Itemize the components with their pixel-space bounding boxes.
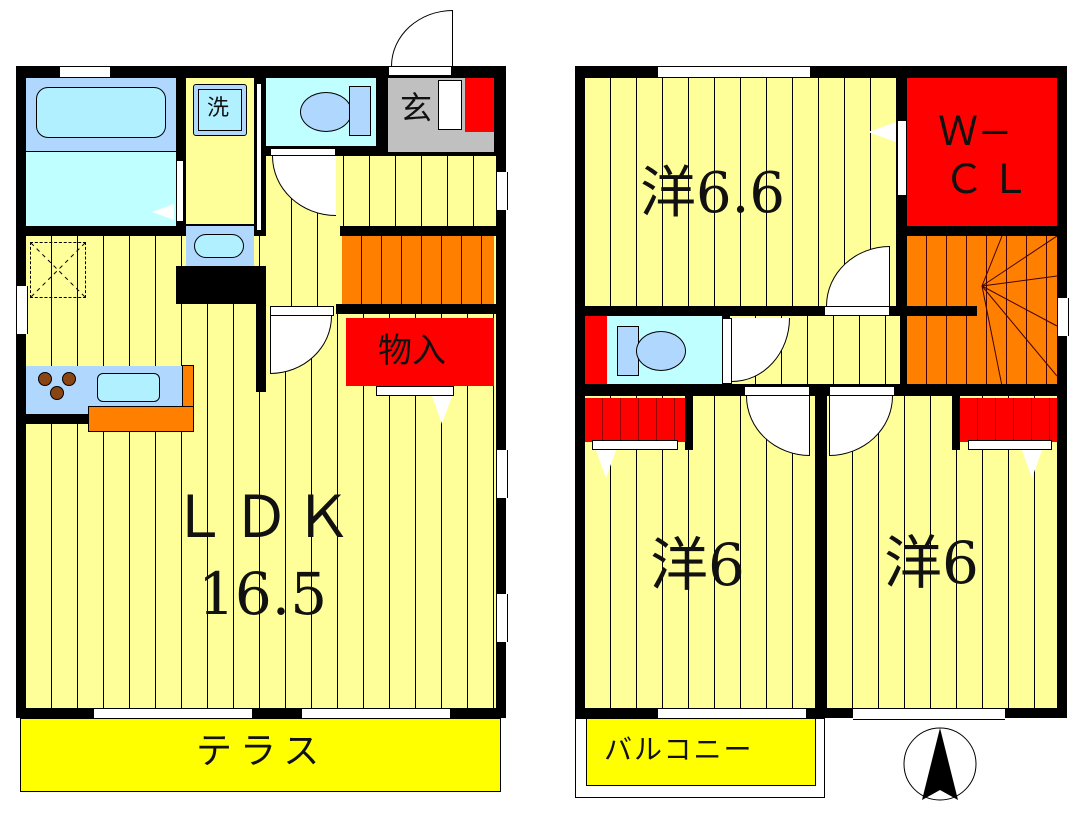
wcl-label-line2: ＣＬ — [944, 157, 1036, 203]
door-swing-marker — [596, 450, 616, 478]
balcony-label: バルコニー — [604, 733, 754, 766]
sink-icon — [194, 234, 244, 258]
toilet-bowl-icon — [300, 92, 352, 132]
bedroom-top-door[interactable] — [824, 306, 890, 316]
stove-burner-icon — [38, 372, 52, 386]
bathtub-icon — [36, 87, 166, 138]
inner-wall — [256, 300, 266, 392]
door-swing-marker — [432, 396, 452, 424]
washer-icon: 洗 — [193, 84, 247, 136]
bedroom-left-door[interactable] — [744, 386, 810, 396]
bedroom-left-closet-door[interactable] — [592, 440, 678, 450]
closet-wall — [952, 396, 960, 450]
washroom-sliding-door[interactable] — [256, 84, 262, 230]
bedroom-left-label: 洋6 — [650, 531, 745, 599]
bedroom-right-label: 洋6 — [884, 529, 979, 597]
window — [658, 66, 810, 78]
window — [496, 594, 508, 642]
window — [496, 450, 508, 498]
door-swing-marker — [868, 122, 896, 142]
terrace — [20, 718, 501, 792]
ldk-area-value: 16.5 — [198, 560, 328, 628]
balcony — [586, 718, 816, 786]
bath-wall — [16, 226, 184, 236]
floor-hatch-icon — [30, 242, 86, 298]
sliding-window — [853, 708, 1005, 720]
toilet-tank-icon — [349, 86, 371, 136]
bedroom-left-closet — [585, 398, 685, 442]
wcl-door[interactable] — [897, 120, 907, 196]
kitchen-cabinet-lower — [88, 406, 194, 432]
shoe-closet — [465, 78, 494, 132]
entrance-label: 玄 — [400, 89, 433, 127]
window — [1057, 298, 1069, 336]
front-door[interactable] — [388, 66, 452, 76]
ldk-area-label: 16.5 — [198, 565, 327, 623]
bedroom-right-closet — [960, 398, 1057, 442]
terrace-label: テラス — [196, 731, 328, 772]
toilet2-shelf — [585, 316, 607, 386]
toilet-door[interactable] — [270, 148, 336, 156]
north-arrow-icon — [902, 726, 978, 802]
stairs-floor1 — [342, 236, 494, 304]
wcl-label-line1: Ｗ− — [938, 109, 1012, 155]
window — [496, 172, 508, 210]
storage-closet — [346, 318, 494, 386]
stairs-winder-lines — [981, 236, 1057, 386]
ldk-door[interactable] — [270, 306, 334, 316]
bedroom-top-floor — [585, 78, 897, 306]
storage-label: 物入 — [378, 331, 446, 371]
stove-burner-icon — [50, 386, 64, 400]
window — [60, 66, 110, 78]
stairs-wall-top — [897, 226, 1067, 236]
washer-label: 洗 — [207, 96, 230, 121]
window — [16, 286, 28, 334]
stairs-wall — [340, 226, 496, 236]
storage-door[interactable] — [376, 386, 454, 396]
kitchen-sink-icon — [97, 373, 160, 402]
bedroom-top-label: 洋6.6 — [640, 161, 786, 226]
bedroom-right-door[interactable] — [829, 386, 895, 396]
door-swing-marker — [152, 204, 174, 220]
bedroom-divider-wall — [815, 386, 827, 718]
toilet2-bowl-icon — [636, 331, 686, 371]
ldk-label-line1: ＬＤＫ — [170, 483, 357, 551]
stairs-wall-bottom — [336, 304, 496, 314]
closet-wall — [685, 396, 693, 450]
front-door-swing — [391, 10, 453, 66]
stove-burner-icon — [62, 372, 76, 386]
bathroom-door[interactable] — [176, 160, 184, 222]
ldk-label: ＬＤＫ — [170, 488, 356, 546]
kitchen-wall — [26, 414, 88, 424]
pipe-space — [176, 266, 266, 304]
shoe-closet-door[interactable] — [438, 80, 462, 130]
door-swing-marker — [1022, 450, 1042, 478]
stairs-wall — [897, 306, 977, 316]
toilet2-door[interactable] — [722, 318, 732, 384]
walk-in-closet — [907, 78, 1057, 226]
bedroom-right-closet-door[interactable] — [968, 440, 1052, 450]
